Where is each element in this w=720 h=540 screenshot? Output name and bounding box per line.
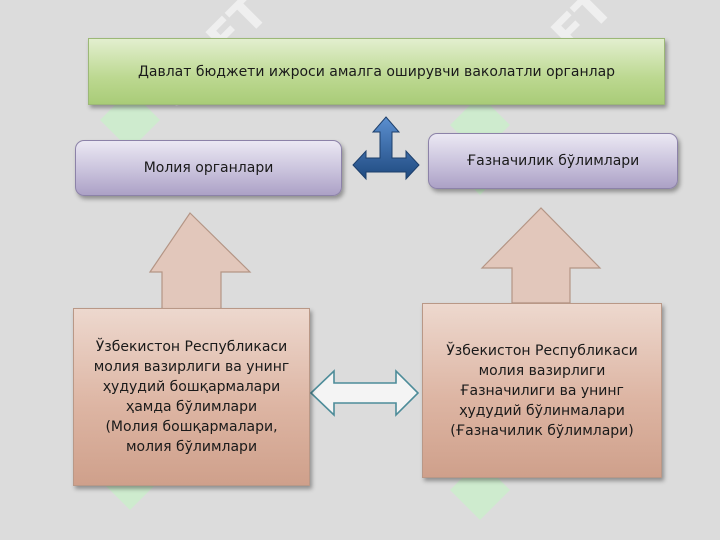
ministry-finance-box: Ўзбекистон Республикаси молия вазирлиги … — [73, 308, 310, 486]
top-box: Давлат бюджети ижроси амалга оширувчи ва… — [88, 38, 665, 105]
treasury-box: Ўзбекистон Республикаси молия вазирлиги … — [422, 303, 662, 478]
finance-organs-box: Молия органлари — [75, 140, 342, 196]
treasury-departments-box: Ғазначилик бўлимлари — [428, 133, 678, 189]
three-way-arrow — [352, 116, 420, 181]
up-arrow-left — [148, 212, 252, 310]
double-arrow — [309, 369, 420, 417]
up-arrow-right — [480, 207, 602, 304]
